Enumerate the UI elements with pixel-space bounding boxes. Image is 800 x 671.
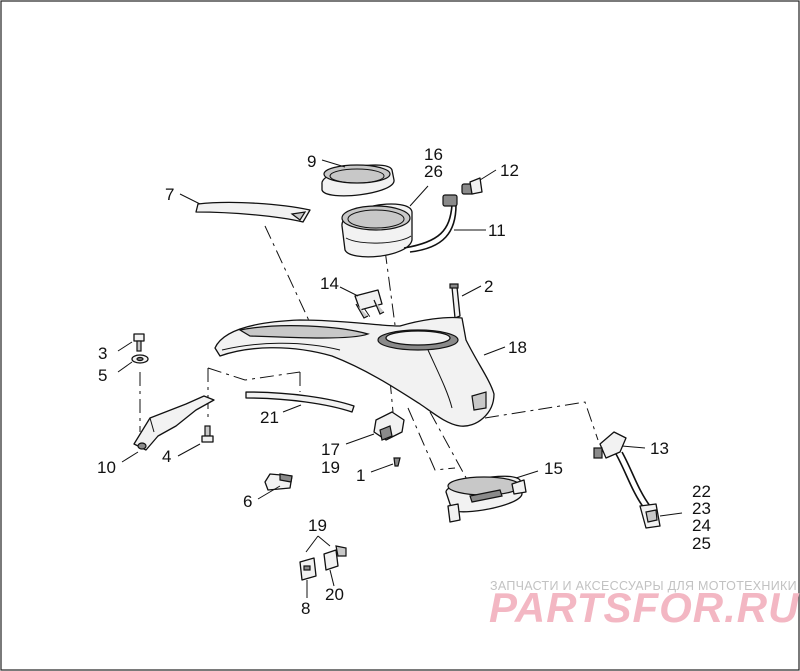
callout-11: 11 (488, 221, 506, 240)
assembly-lines (139, 225, 599, 486)
part-16-gauge (341, 203, 413, 258)
callout-19-lower: 19 (308, 516, 327, 535)
callout-labels: 1 2 3 4 5 6 7 8 9 10 11 12 13 14 15 16 1… (97, 145, 711, 618)
callout-4: 4 (162, 447, 171, 466)
part-10-bracket (133, 395, 215, 451)
callout-3: 3 (98, 344, 107, 363)
callout-8: 8 (301, 599, 310, 618)
part-8-terminal (299, 557, 317, 581)
part-9-bezel-ring (321, 164, 395, 197)
callout-12: 12 (500, 161, 519, 180)
part-1-screw (393, 457, 401, 467)
callout-23: 23 (692, 499, 711, 518)
part-11-harness (403, 194, 458, 253)
part-6-cover (264, 473, 293, 491)
part-2-screw (449, 283, 461, 319)
callout-25: 25 (692, 534, 711, 553)
leader-lines (117, 159, 683, 598)
part-13-harness (593, 431, 661, 529)
part-3-bolt (133, 333, 145, 352)
callout-21: 21 (260, 408, 279, 427)
callout-22: 22 (692, 482, 711, 501)
callout-2: 2 (484, 277, 493, 296)
callout-18: 18 (508, 338, 527, 357)
watermark: ЗАПЧАСТИ И АКСЕССУАРЫ ДЛЯ МОТОТЕХНИКИ PA… (489, 579, 800, 631)
part-12-bulb (461, 177, 483, 195)
part-17-switch (373, 411, 405, 441)
callout-1: 1 (356, 466, 365, 485)
part-4-screw (201, 425, 214, 443)
watermark-tagline: ЗАПЧАСТИ И АКСЕССУАРЫ ДЛЯ МОТОТЕХНИКИ (490, 579, 797, 593)
part-5-washer (131, 354, 149, 364)
callout-17: 17 (321, 440, 340, 459)
callout-13: 13 (650, 439, 669, 458)
callout-19-upper: 19 (321, 458, 340, 477)
part-15-mount (445, 475, 527, 523)
callout-26: 26 (424, 162, 443, 181)
part-20-terminal (323, 545, 347, 571)
callout-20: 20 (325, 585, 344, 604)
watermark-brand: PARTSFOR.RU (489, 584, 800, 631)
callout-14: 14 (320, 274, 339, 293)
part-18-console (214, 316, 495, 427)
callout-16: 16 (424, 145, 443, 164)
part-14-clip (354, 289, 385, 319)
callout-15: 15 (544, 459, 563, 478)
callout-7: 7 (165, 185, 174, 204)
part-21-seal-strip (245, 391, 355, 413)
callout-10: 10 (97, 458, 116, 477)
callout-9: 9 (307, 152, 316, 171)
callout-6: 6 (243, 492, 252, 511)
callout-5: 5 (98, 366, 107, 385)
part-7-trim-strip (195, 201, 311, 223)
callout-24: 24 (692, 516, 711, 535)
